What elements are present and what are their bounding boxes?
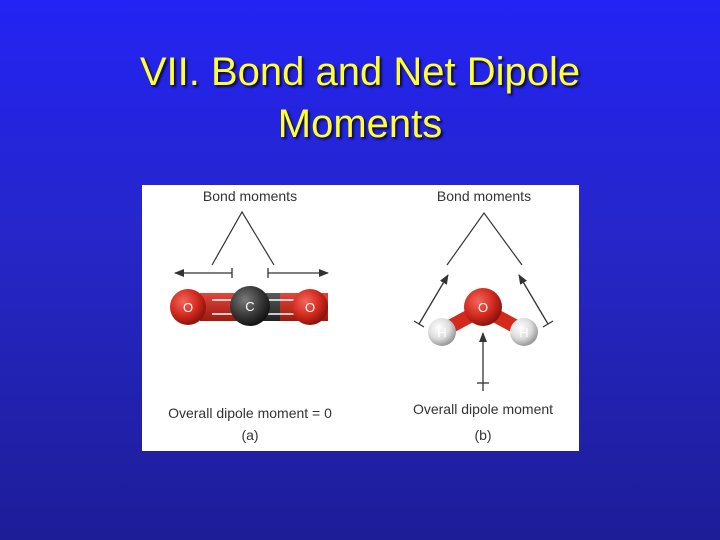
panel-b-overall-dipole-label: Overall dipole moment — [413, 401, 553, 417]
panel-b-right-bond-arrow — [518, 274, 549, 325]
water-molecule: O H H — [428, 288, 538, 346]
panel-a-bracket-lines — [211, 210, 275, 266]
water-right-hydrogen-symbol: H — [519, 325, 528, 340]
dipole-figure: Bond moments O C O Overall — [142, 185, 579, 451]
water-right-hydrogen-atom — [510, 318, 538, 346]
panel-a: Bond moments O C O Overall — [168, 188, 332, 443]
co2-right-oxygen-atom — [292, 289, 328, 325]
water-oxygen-symbol: O — [478, 300, 488, 315]
co2-left-oxygen-symbol: O — [183, 300, 193, 315]
co2-left-oxygen-atom — [170, 289, 206, 325]
dipole-figure-svg: Bond moments O C O Overall — [168, 188, 554, 443]
panel-b: Bond moments O H H Overall dipole moment — [413, 188, 554, 443]
co2-carbon-atom — [230, 286, 270, 326]
panel-b-right-cross-tick — [542, 320, 554, 328]
water-left-hydrogen-atom — [428, 318, 456, 346]
co2-molecule: O C O — [170, 286, 328, 326]
slide-title-line-2: Moments — [277, 102, 443, 146]
panel-a-bond-moments-label: Bond moments — [203, 188, 297, 204]
water-left-hydrogen-symbol: H — [437, 325, 446, 340]
slide-title: VII. Bond and Net Dipole Moments — [0, 46, 720, 150]
panel-b-left-bond-arrow — [418, 274, 449, 325]
slide-title-line-1: VII. Bond and Net Dipole — [139, 50, 581, 94]
water-oxygen-atom — [464, 288, 502, 326]
panel-b-bond-moments-label: Bond moments — [437, 188, 531, 204]
panel-b-bracket-lines — [446, 211, 523, 266]
panel-b-caption: (b) — [474, 427, 491, 443]
panel-b-left-cross-tick — [413, 320, 425, 328]
co2-right-oxygen-symbol: O — [305, 300, 315, 315]
panel-a-caption: (a) — [241, 427, 258, 443]
panel-a-overall-dipole-label: Overall dipole moment = 0 — [168, 405, 332, 421]
co2-carbon-symbol: C — [245, 299, 254, 314]
